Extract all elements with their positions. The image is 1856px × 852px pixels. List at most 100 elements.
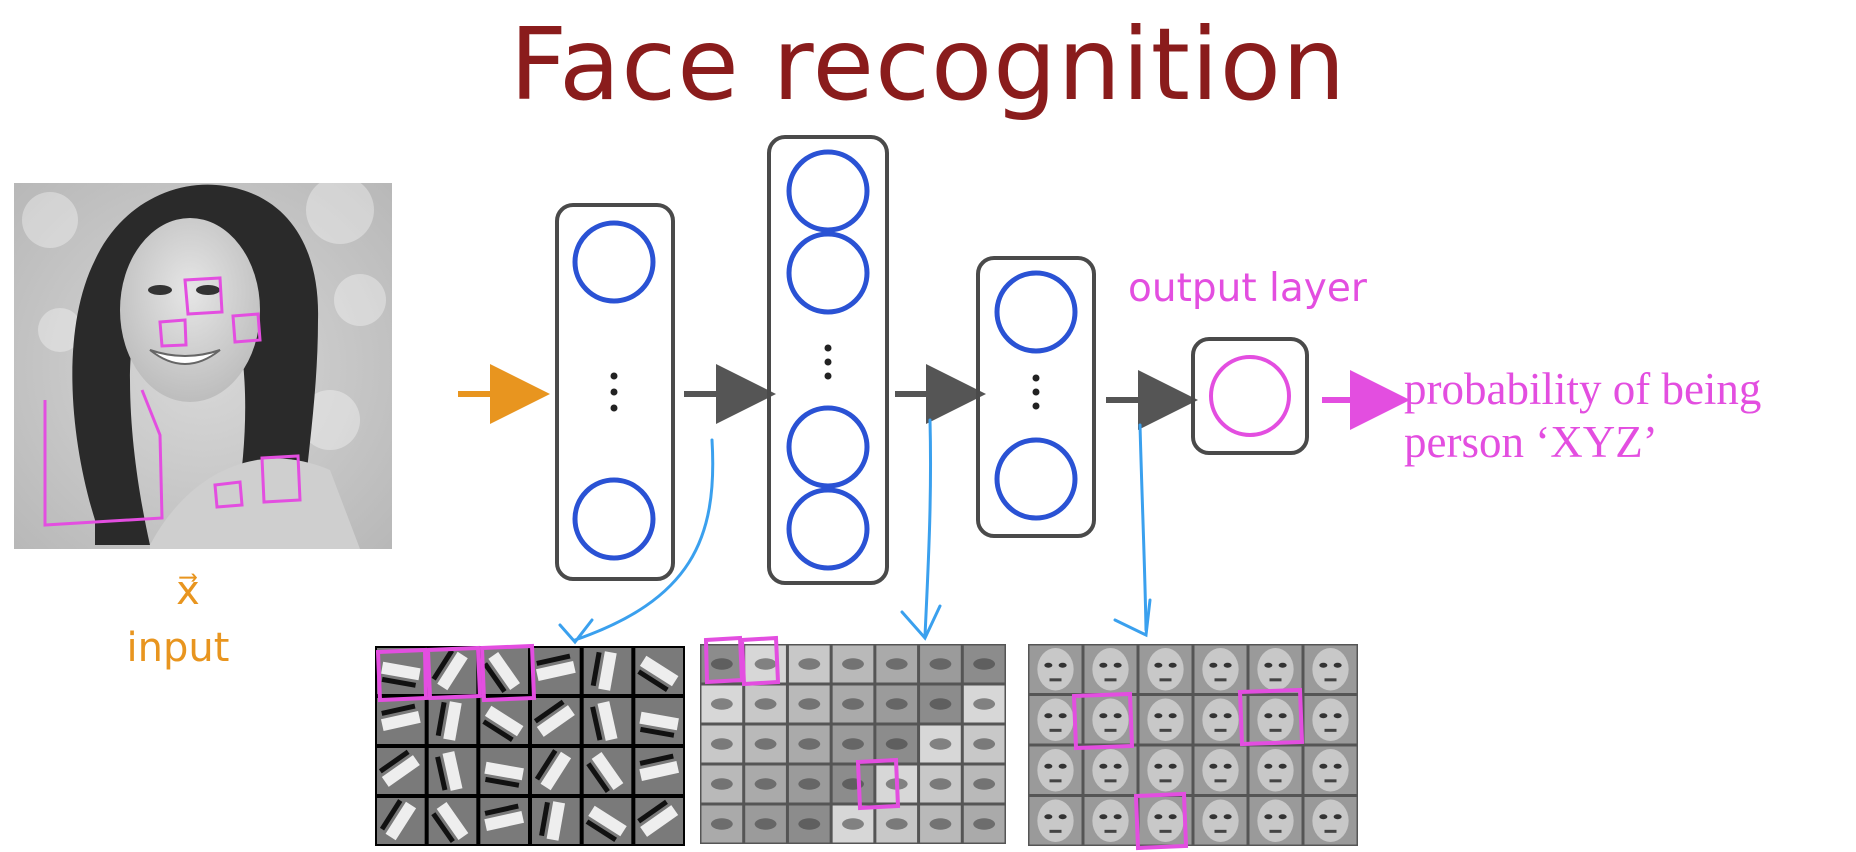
feature-thumbnail — [701, 725, 743, 763]
input-label: input — [126, 625, 230, 671]
feature-thumbnail — [701, 685, 743, 723]
neuron — [786, 231, 870, 315]
output-layer — [1191, 337, 1309, 455]
neuron — [572, 477, 656, 561]
feature-thumbnail — [1304, 797, 1357, 845]
feature-thumbnail — [583, 748, 632, 794]
feature-thumbnail — [532, 698, 580, 744]
output-description: probability of being person ‘XYZ’ — [1404, 364, 1762, 467]
down-arrow-icon — [573, 438, 715, 642]
input-vector-symbol: x⃗ — [176, 568, 200, 614]
feature-thumbnail — [1139, 797, 1192, 845]
feature-thumbnail — [701, 765, 743, 803]
feature-thumbnail — [963, 685, 1005, 723]
feature-thumbnail — [788, 725, 830, 763]
feature-thumbnail — [745, 765, 786, 803]
ellipsis-icon — [824, 344, 832, 380]
neuron — [994, 437, 1078, 521]
feature-thumbnail — [635, 648, 683, 694]
output-neuron — [1209, 355, 1291, 437]
feature-thumbnail — [1029, 696, 1082, 744]
down-arrow-icon — [900, 604, 942, 641]
feature-thumbnail — [1084, 746, 1137, 794]
feature-thumbnail — [1084, 696, 1137, 744]
feature-thumbnail — [788, 765, 830, 803]
feature-thumbnail — [1029, 645, 1082, 693]
down-arrow-icon — [1113, 598, 1152, 638]
feature-thumbnail — [377, 748, 425, 794]
layer-2-features — [700, 644, 1006, 844]
feature-thumbnail — [963, 805, 1005, 843]
feature-thumbnail — [1304, 746, 1357, 794]
feature-thumbnail — [1304, 645, 1357, 693]
feature-thumbnail — [480, 648, 528, 694]
feature-thumbnail — [480, 698, 528, 744]
feature-thumbnail — [532, 648, 580, 694]
output-layer-label: output layer — [1128, 266, 1367, 311]
feature-thumbnail — [832, 765, 874, 803]
feature-thumbnail — [1249, 645, 1302, 693]
feature-thumbnail — [745, 805, 786, 843]
feature-thumbnail — [920, 645, 961, 683]
feature-thumbnail — [1139, 696, 1192, 744]
feature-thumbnail — [832, 685, 874, 723]
feature-thumbnail — [635, 748, 683, 794]
ellipsis-icon — [1032, 374, 1040, 410]
photo-highlights — [43, 276, 302, 527]
feature-thumbnail — [963, 765, 1005, 803]
feature-thumbnail — [1304, 696, 1357, 744]
feature-thumbnail — [788, 805, 830, 843]
feature-thumbnail — [745, 685, 786, 723]
feature-thumbnail — [832, 725, 874, 763]
feature-thumbnail — [377, 698, 425, 744]
feature-thumbnail — [920, 765, 961, 803]
feature-thumbnail — [745, 645, 786, 683]
feature-thumbnail — [876, 805, 918, 843]
feature-thumbnail — [788, 645, 830, 683]
feature-thumbnail — [1139, 645, 1192, 693]
ellipsis-icon — [610, 372, 618, 412]
layer-1-features — [375, 646, 685, 846]
neuron — [994, 270, 1078, 354]
feature-thumbnail — [1194, 645, 1247, 693]
hidden-layer-3 — [976, 256, 1096, 538]
layer-3-features — [1028, 644, 1358, 846]
slide-title: Face recognition — [509, 6, 1347, 123]
feature-thumbnail — [1084, 645, 1137, 693]
feature-thumbnail — [1249, 696, 1302, 744]
neuron — [786, 149, 870, 233]
feature-thumbnail — [1084, 797, 1137, 845]
feature-thumbnail — [876, 685, 918, 723]
feature-thumbnail — [788, 685, 830, 723]
feature-thumbnail — [583, 798, 632, 844]
feature-thumbnail — [963, 725, 1005, 763]
feature-thumbnail — [920, 805, 961, 843]
feature-thumbnail — [963, 645, 1005, 683]
feature-thumbnail — [428, 748, 477, 794]
feature-highlights — [375, 635, 1305, 851]
feature-thumbnail — [377, 648, 425, 694]
feature-thumbnail — [701, 805, 743, 843]
feature-thumbnail — [832, 805, 874, 843]
feature-thumbnail — [532, 748, 580, 794]
feature-thumbnail — [832, 645, 874, 683]
feature-thumbnail — [1194, 797, 1247, 845]
input-photo — [14, 176, 392, 549]
feature-thumbnail — [532, 798, 580, 844]
feature-thumbnail — [428, 648, 477, 694]
down-arrow-icon — [923, 418, 933, 638]
feature-thumbnail — [920, 725, 961, 763]
feature-thumbnail — [1194, 746, 1247, 794]
feature-thumbnail — [1249, 797, 1302, 845]
feature-thumbnail — [1194, 696, 1247, 744]
feature-thumbnail — [635, 798, 683, 844]
neuron — [786, 487, 870, 571]
feature-thumbnail — [428, 798, 477, 844]
feature-thumbnail — [876, 645, 918, 683]
hidden-layer-2 — [767, 135, 889, 585]
feature-thumbnail — [583, 698, 632, 744]
neuron — [786, 405, 870, 489]
feature-thumbnail — [876, 725, 918, 763]
